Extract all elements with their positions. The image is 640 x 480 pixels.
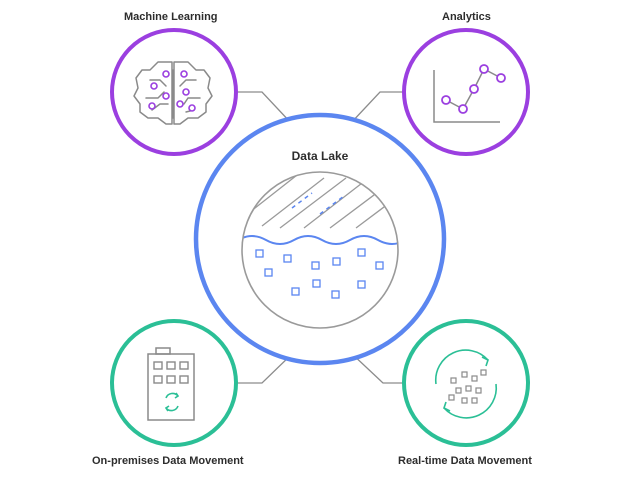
connector-ml [235, 91, 293, 125]
data-lake-title: Data Lake [292, 149, 349, 163]
machine-learning-label: Machine Learning [124, 11, 218, 23]
real-time-label: Real-time Data Movement [398, 455, 532, 467]
data-stream-cycle-icon [434, 349, 498, 419]
connectors [235, 91, 405, 384]
building-sync-icon [147, 347, 195, 421]
analytics-label: Analytics [442, 11, 491, 23]
line-chart-icon [433, 64, 506, 123]
connector-realtime [349, 351, 405, 384]
on-premises-node [110, 319, 238, 447]
real-time-node [402, 319, 530, 447]
lake-water-icon [241, 171, 399, 329]
on-premises-label: On-premises Data Movement [92, 455, 244, 467]
machine-learning-node [110, 28, 238, 156]
connector-analytics [349, 91, 405, 125]
analytics-ring [402, 28, 530, 156]
analytics-node [402, 28, 530, 156]
brain-nodes [148, 70, 196, 112]
connector-onprem [238, 351, 295, 384]
brain-circuit-icon [133, 61, 213, 125]
data-lake-node: Data Lake [193, 112, 447, 366]
real-time-ring [402, 319, 530, 447]
